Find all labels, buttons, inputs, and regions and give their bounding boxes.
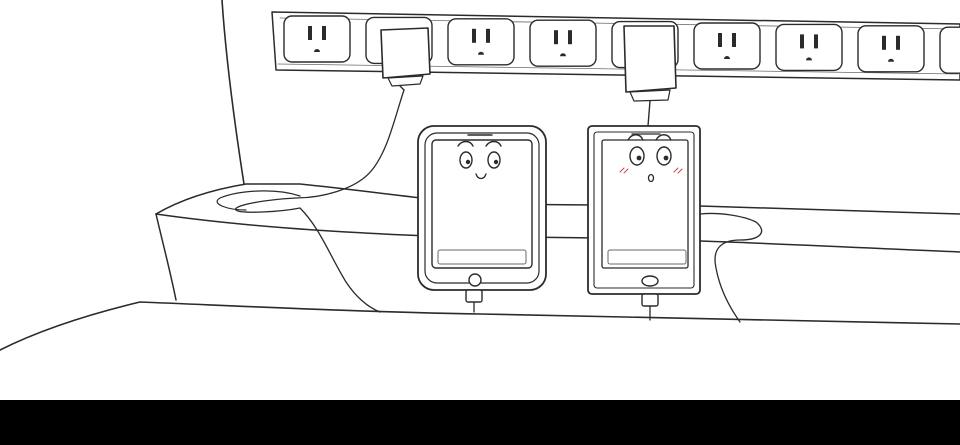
outlet <box>693 22 761 70</box>
outlet <box>939 26 960 74</box>
loose-cord <box>699 212 763 323</box>
outlet <box>447 18 515 66</box>
tablet-eyebrow-right <box>485 140 502 147</box>
charger-right-icon <box>623 25 677 127</box>
tablet-smile <box>475 173 487 180</box>
phone-mouth <box>647 173 655 183</box>
wall-corner-line <box>221 0 245 185</box>
phone-blush-left <box>619 167 629 174</box>
tablet-eyebrow-left <box>457 140 474 147</box>
illustration <box>0 0 960 351</box>
phone-eye-right <box>656 146 672 166</box>
charger-right-cord <box>647 100 651 127</box>
tablet-eye-left <box>459 151 473 169</box>
outlet <box>857 25 925 73</box>
phone-icon <box>587 125 701 321</box>
charger-left-icon <box>216 27 431 313</box>
letterbox-bar <box>0 400 960 445</box>
phone-eyebrow-right <box>655 134 672 141</box>
phone-blush-right <box>673 167 683 174</box>
outlet <box>283 15 351 63</box>
outlet <box>529 19 597 67</box>
tablet-eye-right <box>487 151 501 169</box>
tablet-icon <box>417 125 547 313</box>
charger-left-cord <box>235 89 405 313</box>
phone-eyebrow-left <box>627 134 644 141</box>
outlet <box>775 23 843 72</box>
phone-eye-left <box>629 146 645 166</box>
illustration-svg <box>0 0 960 351</box>
